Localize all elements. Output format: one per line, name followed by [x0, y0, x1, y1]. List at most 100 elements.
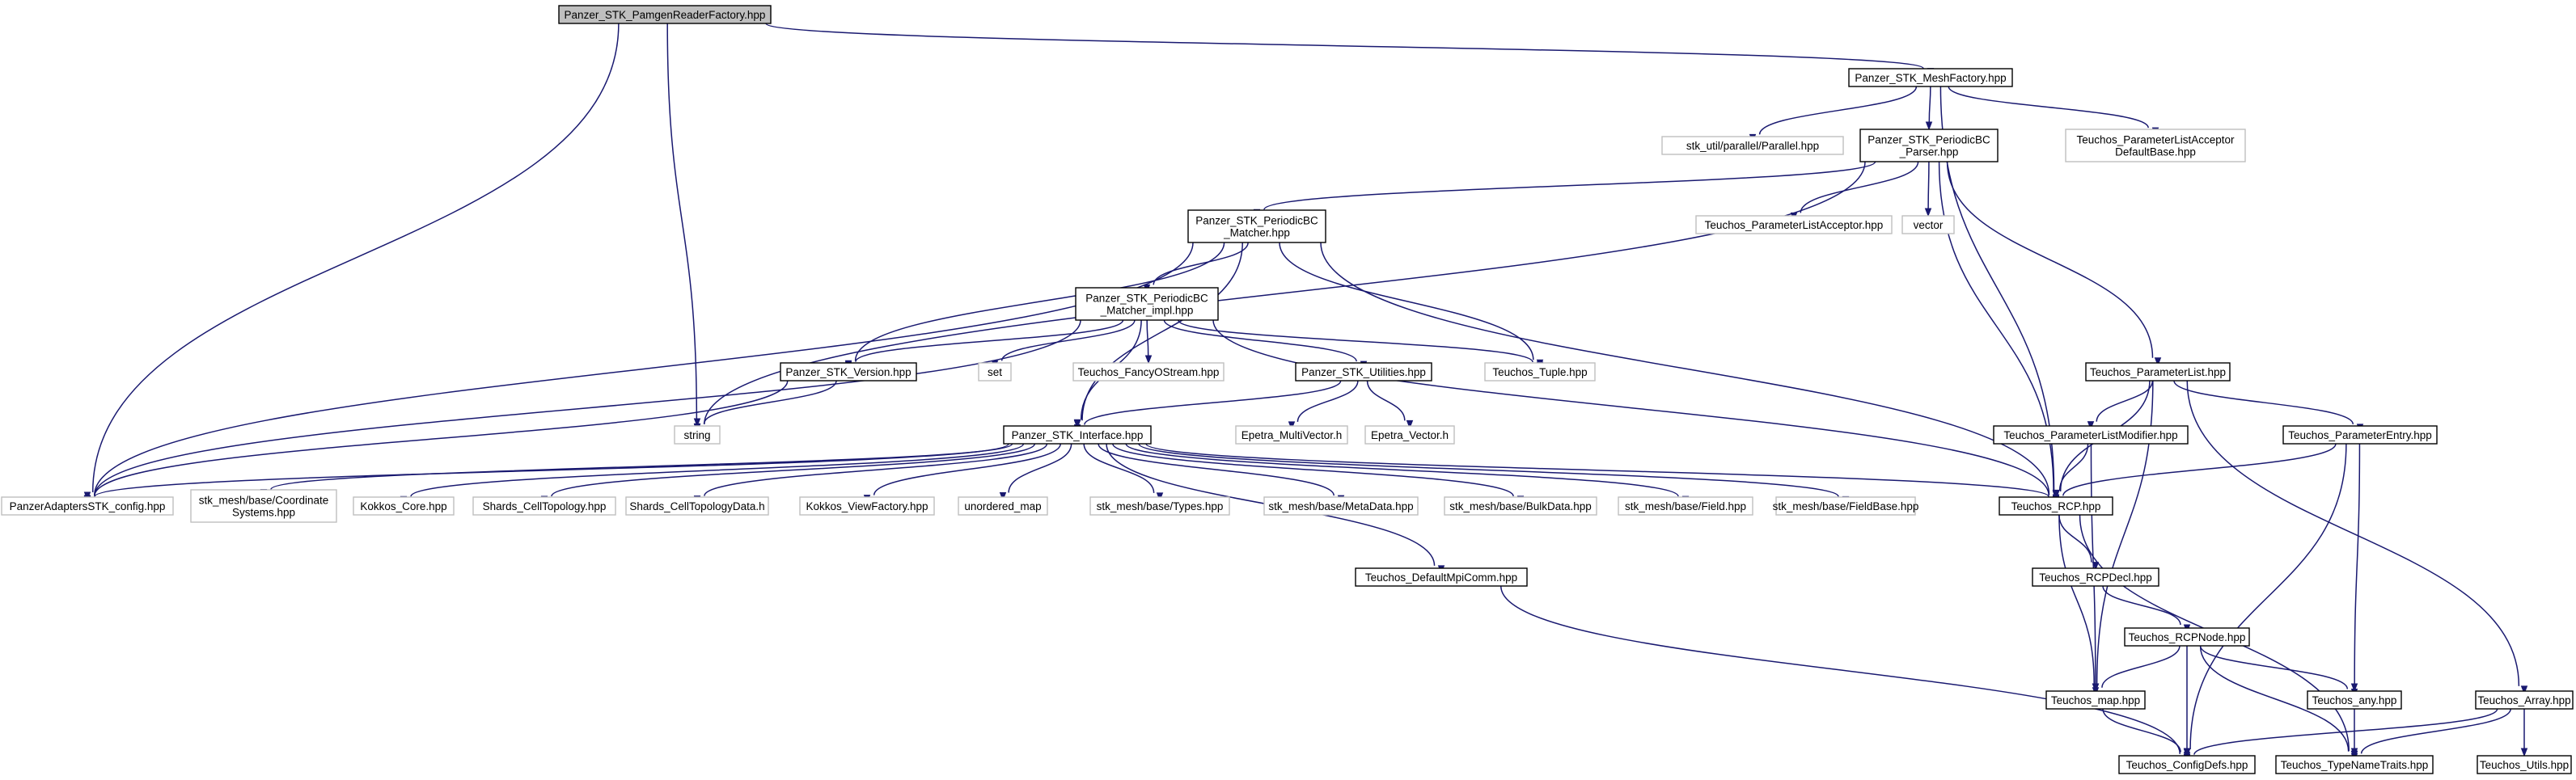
- node-label: Panzer_STK_MeshFactory.hpp: [1855, 72, 2006, 84]
- edge-matcherimpl-to-config: [83, 319, 1081, 504]
- edge-meshfactory-to-placcdefault: [1948, 86, 2159, 137]
- node-box: [472, 496, 616, 516]
- edge-plmodifier-to-rcp: [2052, 443, 2089, 500]
- edge-utilities-to-multivector: [1288, 380, 1359, 431]
- arrowhead: [1144, 355, 1153, 365]
- edge-line: [1948, 86, 2149, 129]
- edge-line: [1081, 242, 1243, 421]
- edge-paramentry-to-rcp: [2052, 443, 2337, 504]
- node-any[interactable]: Teuchos_any.hpp: [2307, 690, 2402, 710]
- node-periodicparser[interactable]: Panzer_STK_PeriodicBC_Parser.hpp: [1859, 129, 1999, 162]
- edge-periodicmatcher-to-config: [83, 242, 1194, 504]
- node-configdefs[interactable]: Teuchos_ConfigDefs.hpp: [2118, 755, 2256, 774]
- edge-line: [1112, 443, 1514, 497]
- node-label: stk_mesh/base/Field.hpp: [1625, 500, 1746, 512]
- node-box: [2045, 690, 2146, 710]
- edge-root-to-meshfactory: [765, 23, 1935, 78]
- edge-matcherimpl-to-fancy: [1144, 319, 1153, 365]
- node-plmodifier[interactable]: Teuchos_ParameterListModifier.hpp: [1993, 425, 2189, 445]
- edge-line: [1320, 242, 2050, 495]
- edge-line: [1138, 443, 1839, 497]
- node-matcherimpl[interactable]: Panzer_STK_PeriodicBC_Matcher_impl.hpp: [1075, 287, 1219, 321]
- node-periodicmatcher[interactable]: Panzer_STK_PeriodicBC_Matcher.hpp: [1187, 209, 1326, 243]
- node-box: [558, 5, 772, 24]
- node-label: Teuchos_RCPDecl.hpp: [2039, 571, 2152, 584]
- edge-line: [270, 443, 1013, 491]
- node-box: [1993, 425, 2189, 445]
- node-box: [1263, 496, 1419, 516]
- node-stkparallel: stk_util/parallel/Parallel.hpp: [1661, 136, 1844, 155]
- edge-interface-to-fieldbase: [1138, 443, 1850, 505]
- edge-line: [704, 161, 1866, 425]
- edge-line: [704, 443, 1048, 496]
- node-meshfactory[interactable]: Panzer_STK_MeshFactory.hpp: [1848, 68, 2013, 87]
- node-box: [1484, 362, 1596, 382]
- edge-line: [1758, 86, 1918, 135]
- arrowhead: [2350, 683, 2358, 693]
- node-label: Teuchos_map.hpp: [2051, 694, 2140, 706]
- edge-paramlist-to-plmodifier: [2087, 380, 2154, 431]
- node-metadata: stk_mesh/base/MetaData.hpp: [1263, 496, 1419, 516]
- edge-mpicomm-to-configdefs: [1500, 585, 2191, 763]
- node-paramentry[interactable]: Teuchos_ParameterEntry.hpp: [2282, 425, 2438, 445]
- edge-line: [94, 380, 789, 496]
- node-root[interactable]: Panzer_STK_PamgenReaderFactory.hpp: [558, 5, 772, 24]
- edge-version-to-string: [693, 380, 837, 432]
- edge-line: [1084, 380, 1342, 425]
- node-label: Systems.hpp: [232, 507, 295, 519]
- node-placcdefault: Teuchos_ParameterListAcceptorDefaultBase…: [2065, 129, 2246, 162]
- node-box: [1003, 425, 1152, 445]
- edge-line: [2354, 443, 2361, 685]
- node-label: Panzer_STK_PamgenReaderFactory.hpp: [565, 9, 766, 21]
- node-box: [1295, 362, 1432, 382]
- node-box: [1355, 567, 1528, 587]
- edge-line: [1163, 319, 1357, 362]
- node-rcpdecl[interactable]: Teuchos_RCPDecl.hpp: [2032, 567, 2159, 587]
- node-interface[interactable]: Panzer_STK_Interface.hpp: [1003, 425, 1152, 445]
- node-version[interactable]: Panzer_STK_Version.hpp: [780, 362, 917, 382]
- node-box: [1661, 136, 1844, 155]
- node-shardstopo: Shards_CellTopology.hpp: [472, 496, 616, 516]
- arrowhead: [1925, 121, 1933, 131]
- edge-rcpnode-to-any: [2199, 645, 2358, 698]
- edge-line: [2173, 380, 2354, 425]
- arrowhead: [2350, 748, 2358, 757]
- node-label: Panzer_STK_PeriodicBC: [1195, 215, 1318, 227]
- node-typenametraits[interactable]: Teuchos_TypeNameTraits.hpp: [2275, 755, 2434, 774]
- edge-line: [1145, 443, 2049, 498]
- edge-line: [91, 23, 620, 493]
- node-rcp[interactable]: Teuchos_RCP.hpp: [1999, 496, 2113, 516]
- edge-line: [94, 319, 1081, 496]
- node-array[interactable]: Teuchos_Array.hpp: [2475, 690, 2574, 710]
- node-box: [1848, 68, 2013, 87]
- node-paramlist[interactable]: Teuchos_ParameterList.hpp: [2085, 362, 2231, 382]
- edge-periodicparser-to-periodicmatcher: [1253, 161, 1876, 218]
- edge-any-to-typenametraits: [2350, 709, 2358, 757]
- node-label: Panzer_STK_Version.hpp: [785, 366, 911, 378]
- edge-line: [2199, 645, 2349, 689]
- edge-rcp-to-rcpdecl: [2058, 514, 2100, 571]
- node-rcpnode[interactable]: Teuchos_RCPNode.hpp: [2124, 627, 2250, 647]
- node-config: PanzerAdaptersSTK_config.hpp: [1, 496, 174, 516]
- edge-utilities-to-interface: [1073, 380, 1342, 433]
- edge-line: [2062, 443, 2337, 496]
- node-label: Kokkos_ViewFactory.hpp: [806, 500, 928, 512]
- edge-paramentry-to-any: [2350, 443, 2361, 693]
- arrowhead: [2520, 685, 2528, 695]
- node-label: Teuchos_Utils.hpp: [2480, 759, 2569, 771]
- edge-matcherimpl-to-tuple: [1178, 319, 1544, 371]
- node-map[interactable]: Teuchos_map.hpp: [2045, 690, 2146, 710]
- node-box: [2032, 567, 2159, 587]
- edge-line: [873, 443, 1061, 495]
- edge-line: [2199, 645, 2350, 752]
- node-utils[interactable]: Teuchos_Utils.hpp: [2477, 755, 2572, 774]
- node-types: stk_mesh/base/Types.hpp: [1089, 496, 1230, 516]
- node-utilities[interactable]: Panzer_STK_Utilities.hpp: [1295, 362, 1432, 382]
- node-label: stk_mesh/base/Coordinate: [199, 495, 329, 507]
- node-label: Teuchos_ParameterEntry.hpp: [2288, 429, 2432, 441]
- edge-line: [1000, 319, 1136, 361]
- node-mpicomm[interactable]: Teuchos_DefaultMpiComm.hpp: [1355, 567, 1528, 587]
- edge-line: [1008, 443, 1072, 493]
- node-box: [1999, 496, 2113, 516]
- node-box: [2118, 755, 2256, 774]
